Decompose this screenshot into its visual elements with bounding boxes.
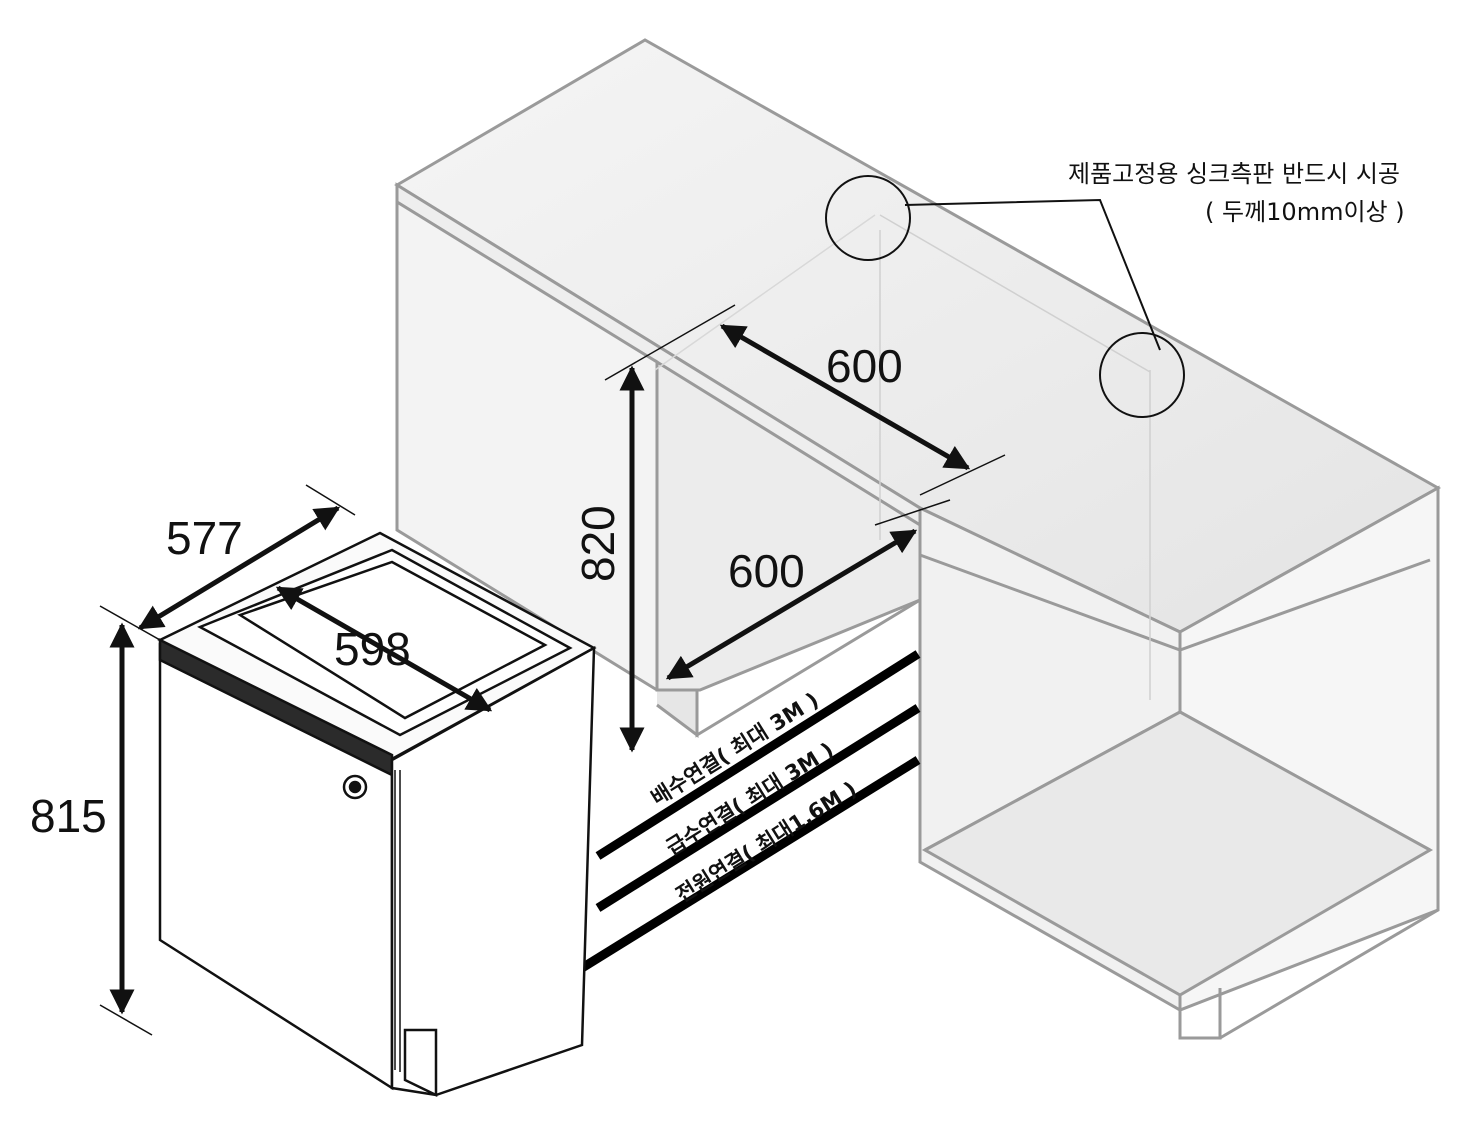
power-line: [579, 756, 921, 972]
drain-line: [595, 650, 921, 860]
dim-600-top: 600: [826, 340, 903, 392]
note-line-1: 제품고정용 싱크측판 반드시 시공: [1068, 160, 1400, 188]
dimension-lines: [99, 304, 1006, 1036]
dim-820: 820: [572, 505, 624, 582]
side-panel-callout: [825, 175, 1185, 418]
dim-600-lower: 600: [728, 545, 805, 597]
callout-note: 제품고정용 싱크측판 반드시 시공 ( 두께10mm이상 ): [1068, 160, 1405, 226]
dim-815: 815: [30, 790, 107, 842]
note-line-2: ( 두께10mm이상 ): [1205, 198, 1405, 226]
dimension-labels: 577 598 815 820 600 600: [30, 340, 903, 842]
callout-circle-1: [825, 175, 911, 261]
dishwasher: [157, 531, 597, 1097]
dim-598: 598: [334, 623, 411, 675]
callout-circle-2: [1099, 332, 1185, 418]
connection-lines: [579, 650, 921, 972]
water-line: [595, 704, 921, 912]
dim-577: 577: [166, 512, 243, 564]
dishwasher-side: [390, 645, 596, 1097]
